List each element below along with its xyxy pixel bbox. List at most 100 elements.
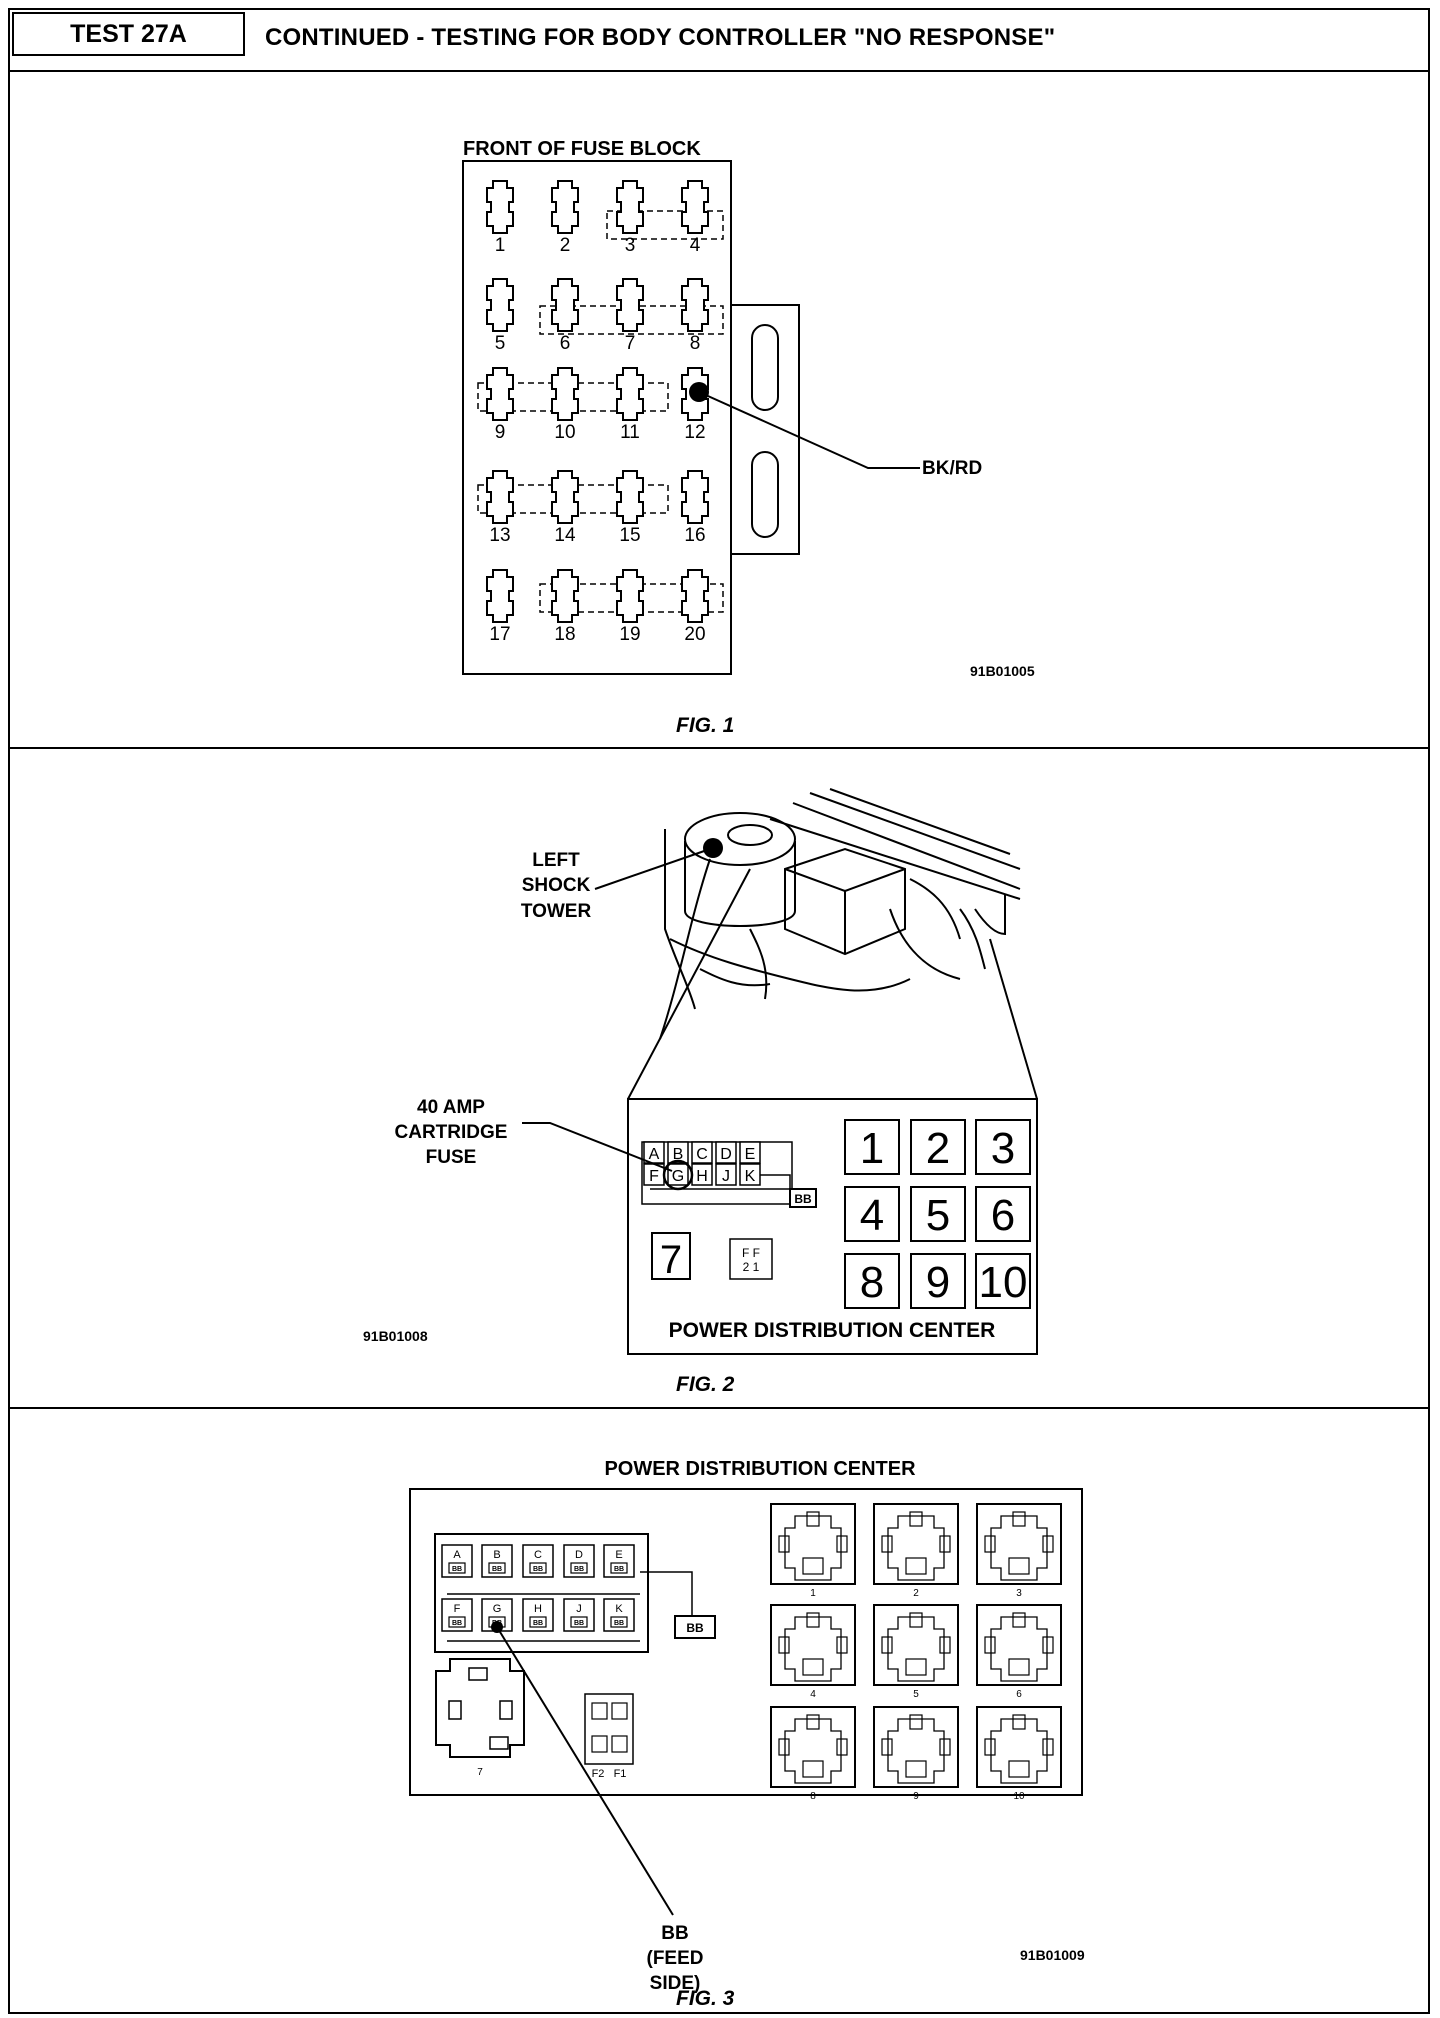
bb-feed-1: BB xyxy=(661,1923,688,1944)
relay-box-6 xyxy=(975,1186,1031,1242)
bracket-slot-top xyxy=(751,324,779,411)
cartridge-letter-B: B xyxy=(673,1146,684,1163)
fig2-code: 91B01008 xyxy=(363,1328,428,1344)
fig3-code: 91B01009 xyxy=(1020,1947,1085,1963)
fig3-cartridge-letter-K: K xyxy=(615,1603,623,1615)
fuse-slot-2 xyxy=(551,180,579,234)
pdc-label: POWER DISTRIBUTION CENTER xyxy=(669,1319,996,1342)
relay-box-3 xyxy=(975,1119,1031,1175)
zoom-line-left xyxy=(627,868,751,1100)
cartridge-letter-A: A xyxy=(649,1146,660,1163)
fuse-number-18: 18 xyxy=(554,624,575,645)
fig3-cartridge-letter-E: E xyxy=(615,1549,622,1561)
cartridge-letter-D: D xyxy=(720,1146,732,1163)
fuse-slot-19 xyxy=(616,569,644,623)
fuse-number-12: 12 xyxy=(684,422,705,443)
bb-feed-leader xyxy=(496,1626,674,1916)
fig3-relay-number-6: 6 xyxy=(1016,1689,1022,1700)
fig1-code: 91B01005 xyxy=(970,663,1035,679)
fuse-label-2: CARTRIDGE xyxy=(395,1122,508,1143)
relay-box-2 xyxy=(910,1119,966,1175)
fuse-number-19: 19 xyxy=(619,624,640,645)
fig3-cartridge-fuse-E xyxy=(603,1544,635,1578)
fig3-relay-number-4: 4 xyxy=(810,1689,816,1700)
fig3-bb-bus xyxy=(640,1571,693,1616)
fig3-f-block xyxy=(584,1693,634,1765)
svg-text:BB: BB xyxy=(492,1566,502,1573)
bb-feed-3: SIDE) xyxy=(650,1973,701,1994)
fig3-relay-number-10: 10 xyxy=(1013,1791,1025,1802)
relay-7-number: 7 xyxy=(660,1238,682,1282)
relay-number-3: 3 xyxy=(991,1124,1015,1173)
fig3-cartridge-letter-F: F xyxy=(454,1603,461,1615)
fuse-number-10: 10 xyxy=(554,422,575,443)
fuse-slot-7 xyxy=(616,278,644,332)
fuse-slot-9 xyxy=(486,367,514,421)
relay-number-2: 2 xyxy=(926,1124,950,1173)
f2-label: F2 xyxy=(592,1768,605,1780)
test-label: TEST 27A xyxy=(12,12,245,56)
fuse-number-13: 13 xyxy=(489,525,510,546)
shock-tower-marker xyxy=(703,838,723,858)
fuse-block-bracket xyxy=(730,304,800,555)
relay-box-1 xyxy=(844,1119,900,1175)
svg-text:BB: BB xyxy=(452,1566,462,1573)
fuse-slot-18 xyxy=(551,569,579,623)
fig3-cartridge-letter-G: G xyxy=(493,1603,502,1615)
svg-text:BB: BB xyxy=(533,1566,543,1573)
relay-number-8: 8 xyxy=(860,1258,884,1307)
fig3-relay-number-1: 1 xyxy=(810,1588,816,1599)
fig1-caption: FIG. 1 xyxy=(676,714,734,737)
cartridge-letter-H: H xyxy=(696,1168,708,1185)
fuse-number-8: 8 xyxy=(690,333,701,354)
tower-label-3: TOWER xyxy=(521,901,592,922)
relay-box-10 xyxy=(975,1253,1031,1309)
fig3-cartridge-letter-A: A xyxy=(453,1549,461,1561)
cartridge-fuse-E xyxy=(739,1141,761,1164)
cartridge-fuse-G xyxy=(667,1163,689,1186)
fig3-cartridge-fuse-B xyxy=(481,1544,513,1578)
relay-number-1: 1 xyxy=(860,1124,884,1173)
fig3-cartridge-letter-B: B xyxy=(493,1549,500,1561)
fuse-slot-5 xyxy=(486,278,514,332)
relay-7-box xyxy=(651,1232,691,1280)
svg-text:BB: BB xyxy=(452,1620,462,1627)
fig3-relay-7 xyxy=(435,1658,525,1758)
fuse-slot-13 xyxy=(486,470,514,524)
bb-feed-2: (FEED xyxy=(647,1948,704,1969)
fig3-cartridge-letter-H: H xyxy=(534,1603,542,1615)
bb-terminal xyxy=(789,1188,817,1208)
relay-box-8 xyxy=(844,1253,900,1309)
fig3-cartridge-fuse-A xyxy=(441,1544,473,1578)
fig3-relay-number-9: 9 xyxy=(913,1791,919,1802)
fig3-cartridge-fuses: ABBBBBCBBDBBEBBFBBGBBHBBJBBKBB xyxy=(441,1544,640,1642)
fuse-slot-10 xyxy=(551,367,579,421)
fuse-number-5: 5 xyxy=(495,333,506,354)
cartridge-letter-F: F xyxy=(649,1168,659,1185)
fig3-cartridge-letter-C: C xyxy=(534,1549,542,1561)
engine-bay-sketch xyxy=(659,788,1021,1040)
shock-tower-leader xyxy=(594,848,711,890)
fuse-label-3: FUSE xyxy=(426,1147,477,1168)
page-frame: TEST 27A CONTINUED - TESTING FOR BODY CO… xyxy=(8,8,1430,2014)
fuse-number-11: 11 xyxy=(620,422,640,443)
fuse-g-highlight xyxy=(662,1159,694,1191)
cartridge-fuse-J xyxy=(715,1163,737,1186)
fuse-slot-4 xyxy=(681,180,709,234)
fig3-pdc-outline xyxy=(409,1488,1083,1796)
cartridge-letter-J: J xyxy=(722,1168,730,1185)
fuse-slot-6 xyxy=(551,278,579,332)
fuse-number-4: 4 xyxy=(690,235,701,256)
fuse-number-15: 15 xyxy=(619,525,640,546)
fuse-slot-16 xyxy=(681,470,709,524)
fig3-cartridge-letter-J: J xyxy=(576,1603,582,1615)
fuse-slot-14 xyxy=(551,470,579,524)
relay-box-4 xyxy=(844,1186,900,1242)
relay-number-10: 10 xyxy=(979,1258,1028,1307)
fig3-cartridge-fuse-F xyxy=(441,1598,473,1632)
tower-label-1: LEFT xyxy=(532,850,580,871)
